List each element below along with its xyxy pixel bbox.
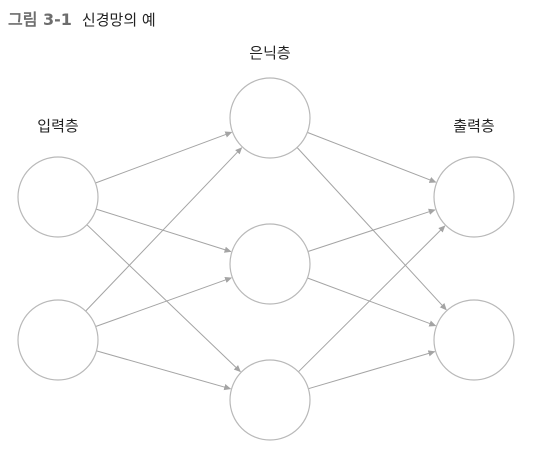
- hidden-node-2: [229, 223, 311, 305]
- hidden-layer-label: 은닉층: [249, 44, 290, 62]
- connection-input-1-to-hidden-3: [86, 224, 241, 373]
- connection-input-2-to-hidden-2: [95, 276, 233, 327]
- connection-hidden-3-to-output-2: [308, 350, 436, 390]
- input-layer-label: 입력층: [37, 117, 78, 135]
- input-node-2: [17, 299, 99, 381]
- connection-hidden-1-to-output-2: [296, 147, 447, 311]
- hidden-node-3: [229, 359, 311, 441]
- connection-hidden-2-to-output-2: [307, 277, 437, 327]
- figure-number: 그림 3-1: [8, 10, 72, 29]
- input-node-1: [17, 156, 99, 238]
- connection-hidden-3-to-output-1: [298, 225, 446, 373]
- connection-input-1-to-hidden-2: [95, 208, 232, 253]
- connection-input-2-to-hidden-1: [85, 147, 243, 312]
- output-node-1: [433, 156, 515, 238]
- connection-hidden-2-to-output-1: [307, 208, 436, 252]
- edges: [85, 131, 447, 391]
- output-node-2: [433, 299, 515, 381]
- figure-caption: 그림 3-1 신경망의 예: [8, 6, 156, 30]
- hidden-node-1: [229, 77, 311, 159]
- nodes: [17, 77, 515, 441]
- figure-title: 신경망의 예: [81, 11, 156, 29]
- connection-input-2-to-hidden-3: [96, 350, 232, 391]
- output-layer-label: 출력층: [453, 117, 494, 135]
- connection-input-1-to-hidden-1: [95, 131, 233, 184]
- connection-hidden-1-to-output-1: [307, 131, 437, 183]
